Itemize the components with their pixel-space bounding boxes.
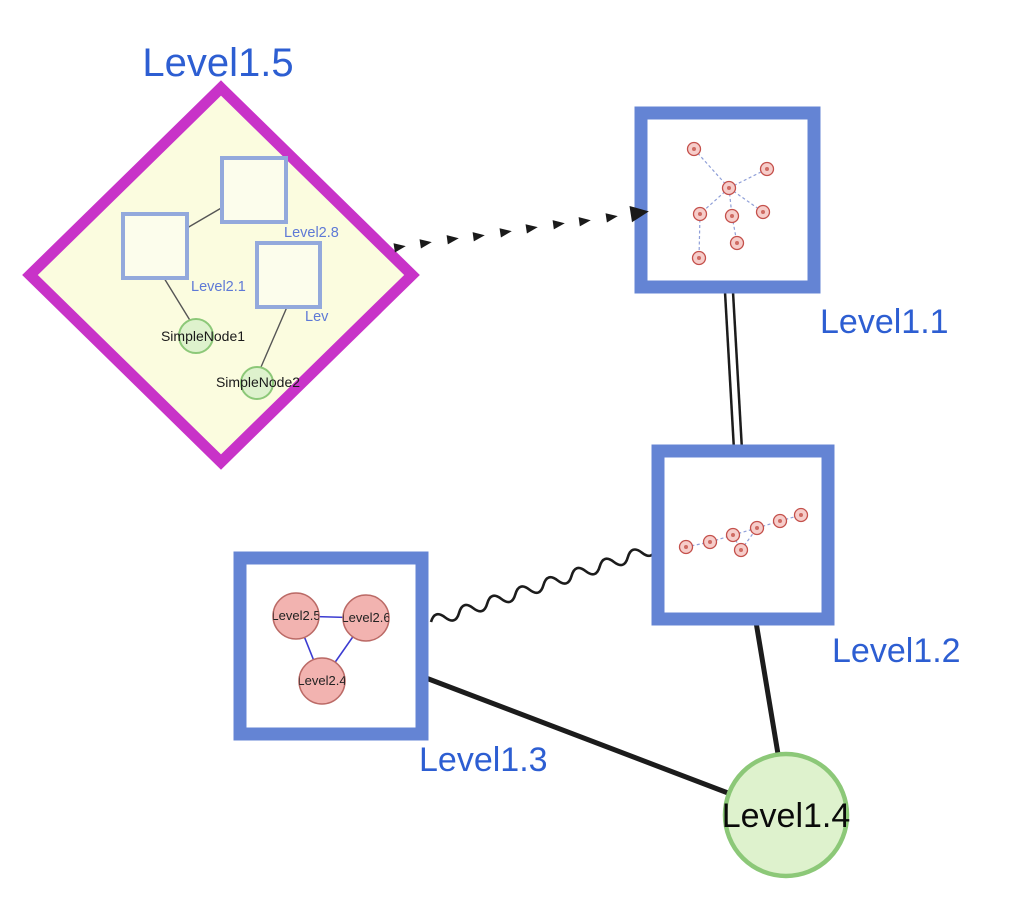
label-level2-4: Level2.4 [297, 673, 346, 688]
label-level1-4: Level1.4 [722, 797, 851, 835]
node-level1-2[interactable] [651, 444, 835, 626]
edge-level15-level11[interactable] [393, 205, 649, 253]
node-level2-1[interactable] [121, 212, 189, 280]
level1-3-box[interactable] [233, 551, 429, 741]
diamond-shape[interactable] [22, 80, 420, 470]
node-level2-4[interactable] [298, 657, 346, 705]
node-level1-4[interactable]: Level1.4 [722, 751, 851, 879]
level1-1-mini-graph [686, 141, 775, 266]
edge-level2-8-level2-1 [186, 206, 224, 229]
edge-level13-level12[interactable] [429, 543, 658, 627]
edge-level2-1-simplenode1 [163, 277, 192, 323]
node-level2-5[interactable] [272, 592, 320, 640]
node-level1-5[interactable]: Level2.8 Level2.1 Lev SimpleNode1 Simple… [22, 80, 420, 470]
label-level2-clipped: Lev [305, 309, 329, 325]
edge-level12-level14[interactable] [753, 619, 781, 757]
edge-level2-clipped-simplenode2 [260, 306, 288, 368]
edge-level11-level12[interactable] [723, 291, 744, 451]
node-level2-8[interactable] [220, 156, 288, 224]
label-simplenode2: SimpleNode2 [216, 374, 300, 390]
node-simplenode2[interactable] [240, 366, 274, 400]
label-level2-6: Level2.6 [341, 610, 390, 625]
label-level2-1: Level2.1 [191, 279, 246, 295]
node-simplenode1[interactable] [178, 318, 214, 354]
level1-2-box[interactable] [651, 444, 835, 626]
edge-level13-level14[interactable] [423, 675, 731, 796]
node-level1-1[interactable] [634, 106, 821, 294]
label-simplenode1: SimpleNode1 [161, 328, 245, 344]
label-level1-1: Level1.1 [820, 303, 949, 341]
label-level1-2: Level1.2 [832, 632, 961, 670]
level1-1-box[interactable] [634, 106, 821, 294]
node-level1-3[interactable]: Level2.5 Level2.6 Level2.4 [233, 551, 429, 741]
label-level2-5: Level2.5 [271, 608, 320, 623]
label-level2-8: Level2.8 [284, 225, 339, 241]
level1-2-mini-graph [678, 507, 809, 558]
level1-4-circle[interactable] [722, 751, 850, 879]
node-level2-6[interactable] [342, 594, 390, 642]
node-level2-clipped[interactable] [255, 241, 322, 309]
label-level1-5: Level1.5 [142, 41, 293, 85]
label-level1-3: Level1.3 [419, 741, 548, 779]
